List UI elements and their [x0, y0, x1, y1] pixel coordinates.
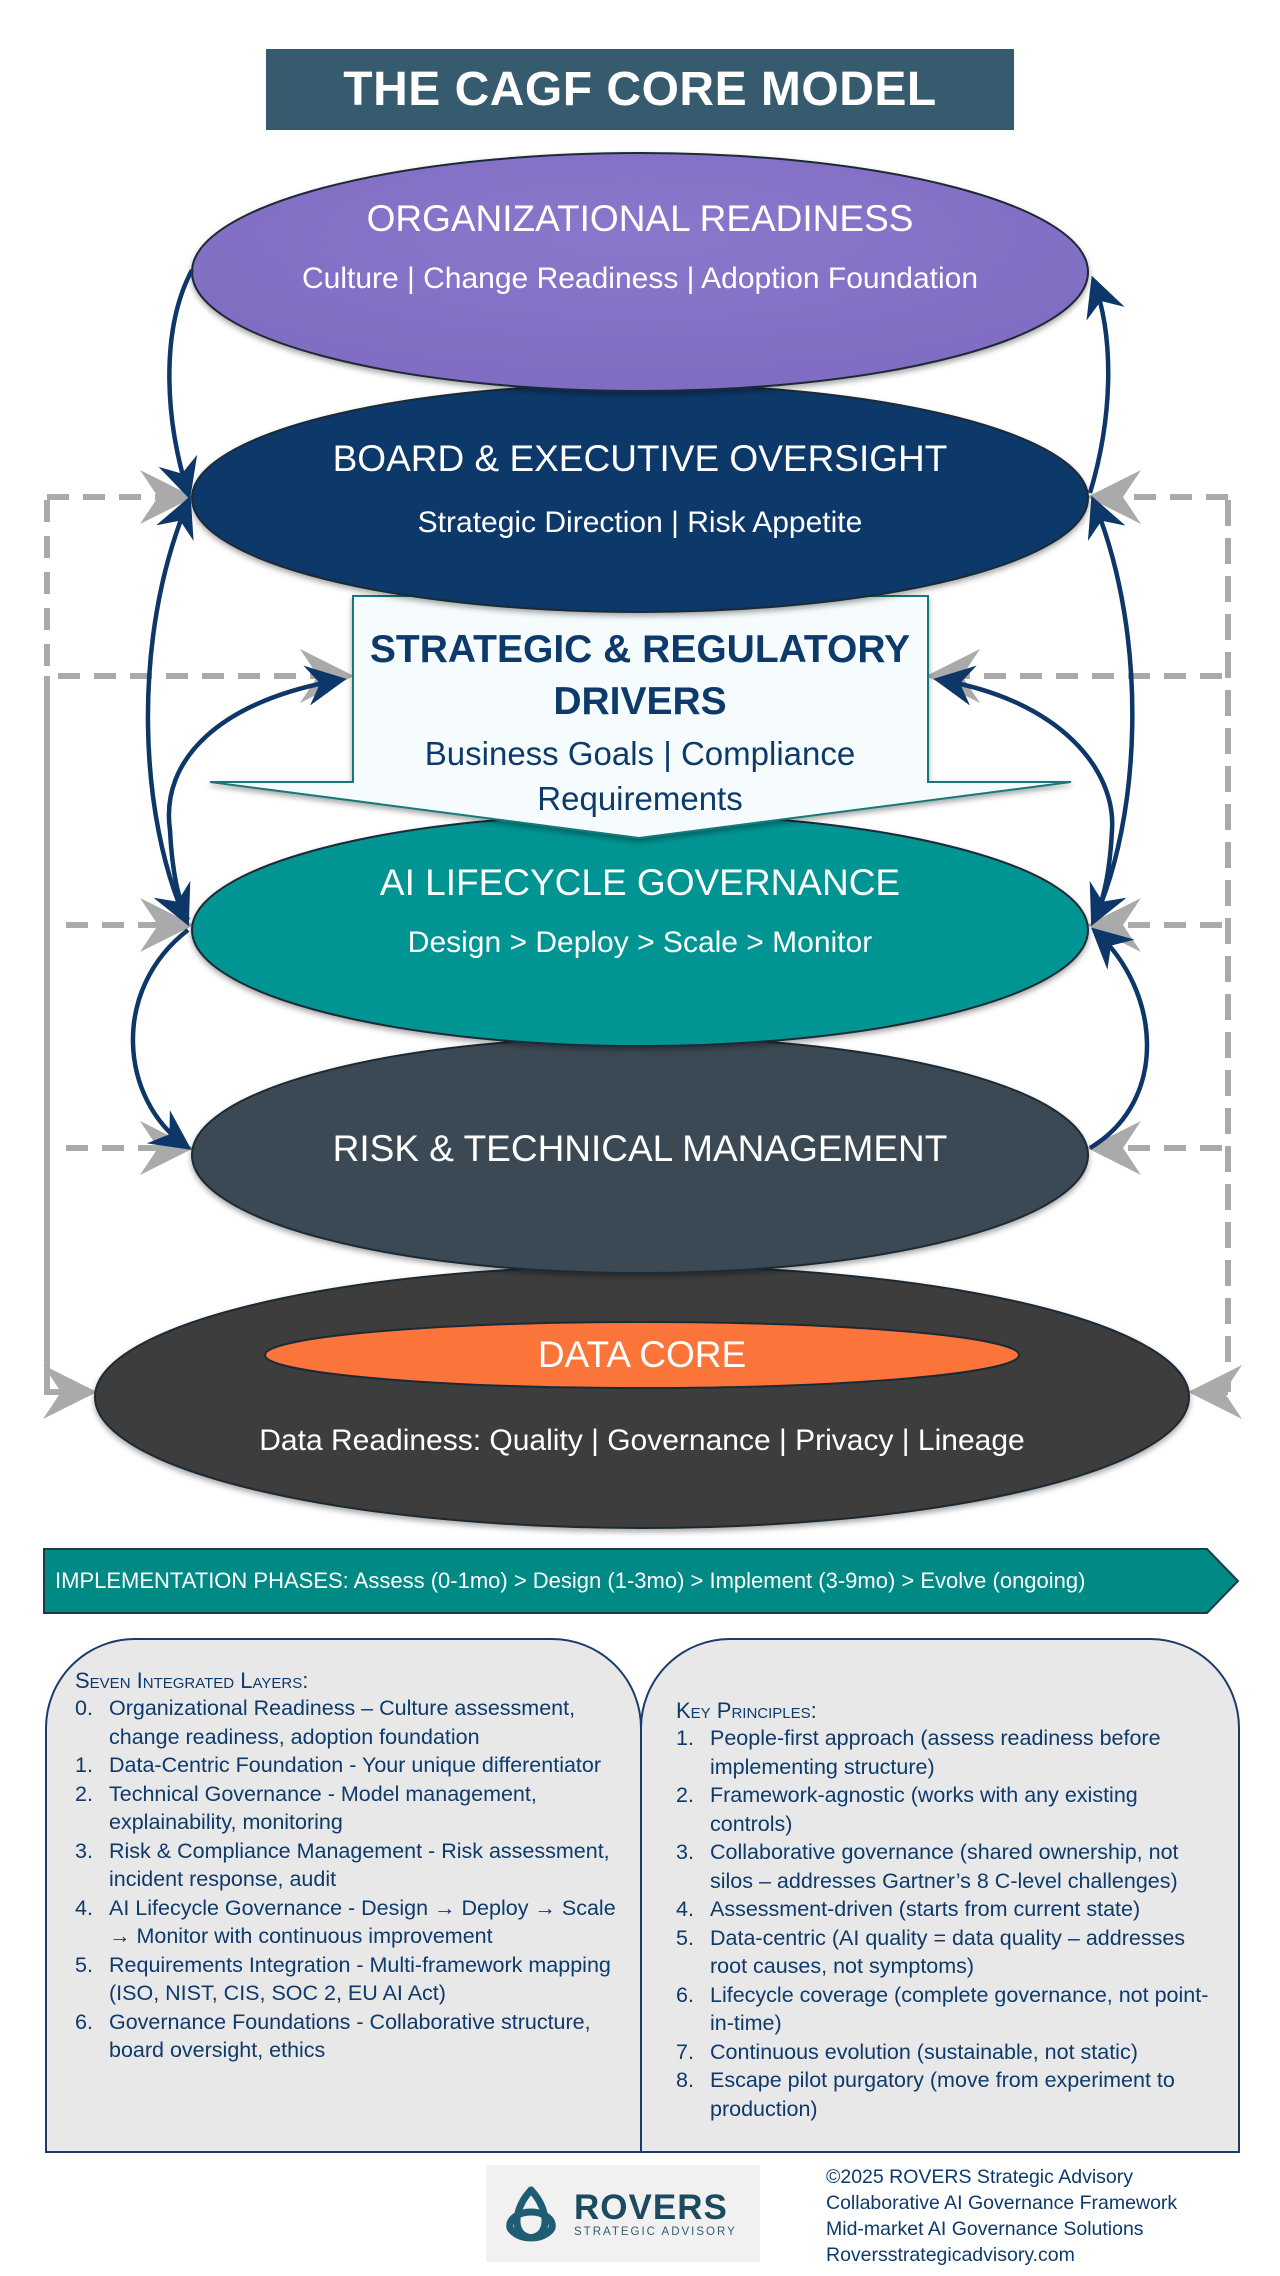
principle-list-item-text: Lifecycle coverage (complete governance,… — [710, 1982, 1209, 2036]
principle-list-item-text: Continuous evolution (sustainable, not s… — [710, 2039, 1138, 2064]
implementation-phases-text: IMPLEMENTATION PHASES: Assess (0-1mo) > … — [55, 1568, 1086, 1593]
layer-list-item-text: Requirements Integration - Multi-framewo… — [109, 1952, 611, 2006]
page-title: THE CAGF CORE MODEL — [343, 63, 937, 116]
right-arrow-risk-lifecycle — [1088, 927, 1150, 1150]
key-principles-heading: Key Principles: — [676, 1698, 817, 1723]
principle-list-item-text: Data-centric (AI quality = data quality … — [710, 1925, 1186, 1979]
layer-list-item-number: 4. — [75, 1895, 93, 1920]
footer-framework-name: Collaborative AI Governance Framework — [826, 2192, 1178, 2214]
principle-list-item: 6. Lifecycle coverage (complete governanc… — [676, 1981, 1218, 2038]
principle-list-item: 8. Escape pilot purgatory (move from expe… — [676, 2066, 1218, 2123]
layer-list-item-number: 6. — [75, 2009, 93, 2034]
layer-organizational-readiness-subtitle: Culture | Change Readiness | Adoption Fo… — [301, 262, 979, 295]
rovers-logo: ROVERS STRATEGIC ADVISORY — [486, 2165, 760, 2262]
layer-list-item-text: Governance Foundations - Collaborative s… — [109, 2009, 591, 2063]
layer-list-item: 5. Requirements Integration - Multi-frame… — [75, 1951, 620, 2008]
layer-list-item-number: 0. — [75, 1696, 93, 1720]
interaction-arrows — [130, 268, 1150, 1150]
key-principles-panel: Key Principles: 1. People-first approach … — [640, 1638, 1240, 2153]
feedback-loop-lines — [43, 470, 1242, 1419]
footer-website-link[interactable]: Roversstrategicadvisory.com — [826, 2244, 1075, 2266]
title-banner: THE CAGF CORE MODEL — [266, 49, 1014, 130]
left-arrow-strategic-lifecycle — [166, 665, 347, 922]
logo-tagline: STRATEGIC ADVISORY — [574, 2225, 737, 2238]
layer-list-item-number: 3. — [75, 1838, 93, 1863]
right-arrow-strategic-lifecycle — [933, 665, 1115, 922]
principle-list-item-number: 6. — [676, 1982, 694, 2007]
layer-data-core-shape — [94, 1265, 1190, 1529]
layer-list-item-number: 1. — [75, 1753, 93, 1777]
principle-list-item-number: 1. — [676, 1726, 694, 1750]
layer-risk-technical-title: RISK & TECHNICAL MANAGEMENT — [332, 1128, 948, 1169]
principle-list-item-text: Collaborative governance (shared ownersh… — [710, 1840, 1179, 1893]
layer-board-oversight-title: BOARD & EXECUTIVE OVERSIGHT — [332, 438, 948, 479]
principle-list-item: 2. Framework-agnostic (works with any exi… — [676, 1781, 1218, 1838]
implementation-chevron-shape — [43, 1548, 1240, 1614]
layer-ai-lifecycle-subtitle: Design > Deploy > Scale > Monitor — [407, 926, 873, 959]
footer-info: ©2025 ROVERS Strategic Advisory Collabor… — [826, 2164, 1177, 2268]
layer-list-item-text: Technical Governance - Model management,… — [109, 1781, 537, 1835]
strategic-drivers-arrow-shape — [209, 595, 1072, 840]
principle-list-item-number: 4. — [676, 1897, 694, 1921]
layer-list-item-text: Data-Centric Foundation - Your unique di… — [109, 1753, 602, 1777]
principle-list-item-number: 7. — [676, 2039, 694, 2064]
principle-list-item-text: People-first approach (assess readiness … — [710, 1726, 1161, 1779]
layer-list-item-text: Organizational Readiness – Culture asses… — [109, 1696, 576, 1749]
layer-list-item: 0. Organizational Readiness – Culture ass… — [75, 1694, 620, 1751]
data-core-title: DATA CORE — [537, 1334, 747, 1375]
principle-list-item: 4. Assessment-driven (starts from current… — [676, 1895, 1218, 1924]
principle-list-item-text: Escape pilot purgatory (move from experi… — [710, 2068, 1175, 2121]
principle-list-item: 1. People-first approach (assess readines… — [676, 1724, 1218, 1781]
key-principles-list: 1. People-first approach (assess readines… — [676, 1724, 1218, 2123]
layer-list-item: 3. Risk & Compliance Management - Risk as… — [75, 1837, 620, 1894]
cagf-core-model-diagram: THE CAGF CORE MODEL ORGANIZATIONAL READI… — [43, 49, 1242, 1529]
principle-list-item-text: Assessment-driven (starts from current s… — [710, 1897, 1141, 1921]
seven-layers-heading: Seven Integrated Layers: — [75, 1668, 309, 1693]
layer-board-oversight-shape — [191, 383, 1089, 613]
right-arrow-board-readiness — [1086, 275, 1125, 494]
implementation-phases-bar: IMPLEMENTATION PHASES: Assess (0-1mo) > … — [43, 1548, 1240, 1614]
diagram-canvas — [43, 152, 1242, 1529]
left-vertical-solid — [43, 676, 97, 1419]
trefoil-knot-icon — [506, 2186, 556, 2241]
strategic-drivers-subtitle-line2: Requirements — [537, 780, 743, 817]
logo-brand-name: ROVERS — [574, 2187, 728, 2227]
principle-list-item-number: 3. — [676, 1840, 694, 1864]
left-arrow-readiness-board — [158, 268, 198, 500]
layer-organizational-readiness-title: ORGANIZATIONAL READINESS — [366, 198, 914, 239]
left-arrow-lifecycle-risk — [130, 928, 192, 1150]
principle-list-item: 5. Data-centric (AI quality = data qualit… — [676, 1924, 1218, 1981]
principle-list-item: 3. Collaborative governance (shared owner… — [676, 1838, 1218, 1895]
strategic-drivers-title-line1: STRATEGIC & REGULATORY — [369, 628, 911, 671]
strategic-drivers-subtitle-line1: Business Goals | Compliance — [424, 735, 856, 772]
principle-list-item-number: 8. — [676, 2068, 694, 2092]
layer-list-item-text: Risk & Compliance Management - Risk asse… — [109, 1838, 610, 1892]
principle-list-item-number: 2. — [676, 1783, 694, 1807]
layer-board-oversight-subtitle: Strategic Direction | Risk Appetite — [417, 506, 863, 539]
layer-list-item: 2. Technical Governance - Model managemen… — [75, 1780, 620, 1837]
layer-list-item-number: 5. — [75, 1952, 93, 1977]
strategic-drivers-title-line2: DRIVERS — [553, 680, 727, 723]
layer-list-item: 4. AI Lifecycle Governance - Design → Dep… — [75, 1894, 620, 1951]
seven-integrated-layers-panel: Seven Integrated Layers: 0. Organizationa… — [45, 1638, 642, 2153]
layer-ai-lifecycle-title: AI LIFECYCLE GOVERNANCE — [379, 862, 901, 903]
principle-list-item: 7. Continuous evolution (sustainable, not… — [676, 2038, 1218, 2067]
layer-list-item: 1. Data-Centric Foundation - Your unique … — [75, 1751, 620, 1780]
data-core-inner-shape — [264, 1321, 1020, 1389]
footer-solutions: Mid-market AI Governance Solutions — [826, 2218, 1144, 2240]
layer-list-item-number: 2. — [75, 1781, 93, 1806]
seven-layers-list: 0. Organizational Readiness – Culture ass… — [75, 1694, 620, 2065]
principle-list-item-number: 5. — [676, 1925, 694, 1950]
footer-copyright: ©2025 ROVERS Strategic Advisory — [826, 2166, 1134, 2188]
left-arrow-board-lifecycle — [145, 495, 194, 927]
layer-list-item-text: AI Lifecycle Governance - Design → Deplo… — [109, 1895, 616, 1949]
principle-list-item-text: Framework-agnostic (works with any exist… — [710, 1783, 1138, 1836]
data-core-subtitle: Data Readiness: Quality | Governance | P… — [259, 1424, 1025, 1457]
layer-list-item: 6. Governance Foundations - Collaborative… — [75, 2008, 620, 2065]
right-arrow-board-lifecycle — [1087, 495, 1135, 927]
